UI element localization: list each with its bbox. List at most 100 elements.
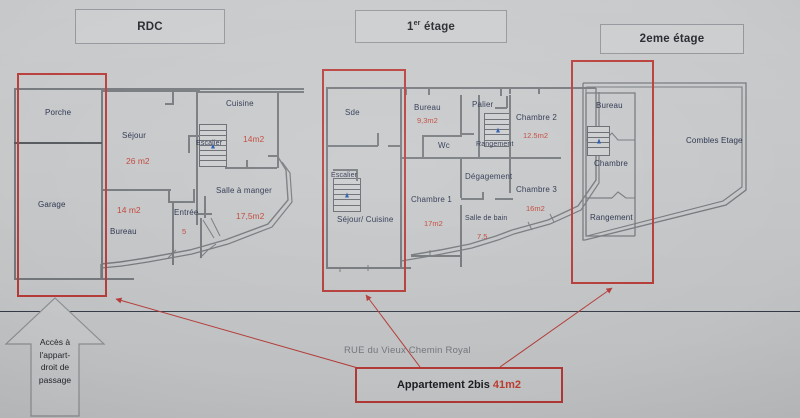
title-box-etage1: 1er étage — [355, 10, 507, 43]
title-etage1-label: 1er étage — [406, 20, 456, 33]
e1-wall — [422, 135, 424, 159]
e1-wall — [509, 158, 511, 193]
rdc-wall — [172, 203, 174, 265]
rdc-room-area-salle-a-manger: 17,5m2 — [236, 211, 265, 221]
e1-wall — [495, 198, 513, 200]
e1-wall — [326, 87, 328, 269]
access-line-3: droit de — [40, 362, 70, 372]
rdc-wall — [168, 201, 194, 203]
e1-wall — [377, 133, 379, 146]
plan-etage1: Sde Escalier Séjour/ Cuisine Bureau 9,3m… — [300, 0, 600, 300]
callout-arrow-rdc — [115, 297, 359, 369]
e1-wall — [538, 88, 540, 94]
rdc-wall — [188, 135, 190, 153]
rdc-wall — [193, 189, 195, 203]
e1-wall — [326, 87, 596, 89]
stair-direction-arrow — [345, 192, 349, 198]
rdc-wall — [196, 213, 212, 215]
rdc-wall — [277, 91, 279, 157]
e1-wall — [422, 135, 462, 137]
rdc-wall — [101, 88, 103, 280]
e1-wall — [461, 198, 483, 200]
rdc-wall — [14, 88, 304, 90]
rdc-room-area-cuisine: 14m2 — [243, 134, 265, 144]
callout-arrow-etage2 — [499, 287, 613, 368]
e2-room-label-rangement: Rangement — [590, 213, 633, 222]
rdc-room-area-bureau: 14 m2 — [117, 205, 141, 215]
e1-staircase-palier — [484, 113, 511, 147]
rdc-room-label-sejour: Séjour — [122, 131, 147, 140]
street-line — [0, 311, 800, 313]
title-box-etage2: 2eme étage — [600, 24, 744, 54]
e1-wall — [401, 157, 561, 159]
appartement-area: 41m2 — [492, 379, 522, 391]
rdc-wall — [188, 135, 200, 137]
e1-wall — [460, 95, 462, 135]
e1-wall — [460, 158, 462, 198]
rdc-wall — [268, 155, 278, 157]
e1-wall — [333, 169, 357, 171]
rdc-wall — [101, 90, 200, 92]
highlight-rect-etage1 — [322, 69, 406, 292]
rdc-room-label-bureau: Bureau — [110, 227, 137, 236]
e1-room-label-degagement: Dégagement — [465, 172, 513, 181]
e1-room-label-salle-de-bain: Salle de bain — [465, 215, 508, 222]
stair-direction-arrow — [495, 127, 500, 133]
e2-outer-shell — [582, 82, 747, 241]
e1-room-label-chambre2: Chambre 2 — [516, 113, 557, 122]
e1-room-label-sejour-cuisine: Séjour/ Cuisine — [337, 215, 394, 224]
e1-wall — [428, 88, 430, 95]
rdc-wall — [200, 218, 202, 258]
callout-arrow-etage1 — [365, 294, 421, 368]
e1-wall — [462, 133, 474, 135]
access-line-2: l'appart- — [39, 349, 71, 360]
e1-room-area-salle-de-bain: 7.5 — [477, 232, 488, 241]
e2-room-label-chambre: Chambre — [594, 159, 628, 168]
access-line-1: Accès à — [39, 337, 71, 347]
rdc-room-label-entree: Entrée — [174, 208, 199, 217]
rdc-wall — [14, 278, 134, 280]
e2-room-label-combles: Combles Etage — [686, 136, 743, 145]
e1-room-area-bureau: 9,3m2 — [417, 116, 438, 125]
e1-wall — [400, 87, 402, 269]
rdc-wall — [277, 155, 279, 168]
title-box-rdc: RDC — [75, 9, 225, 44]
e1-room-label-wc: Wc — [438, 141, 450, 150]
rdc-outer-shell — [100, 156, 293, 280]
e1-room-area-chambre2: 12.5m2 — [523, 131, 549, 140]
rdc-room-area-sejour: 26 m2 — [126, 156, 150, 166]
e1-room-label-palier: Palier — [472, 100, 494, 109]
e1-wall — [356, 169, 358, 181]
e1-wall — [460, 205, 462, 267]
rdc-wall — [101, 189, 171, 191]
e1-wall — [495, 107, 507, 109]
highlight-rect-rdc — [17, 73, 107, 297]
rdc-room-area-entree: 5 — [182, 227, 187, 236]
e1-room-label-chambre1: Chambre 1 — [411, 195, 452, 204]
rdc-room-label-escalier: Escalier — [196, 140, 223, 147]
e1-wall — [411, 255, 461, 257]
e1-wall — [482, 192, 484, 200]
e1-wall — [500, 88, 502, 96]
access-line-4: passage — [38, 374, 72, 385]
e2-room-label-bureau: Bureau — [596, 101, 623, 110]
appartement-label-box: Appartement 2bis 41m2 — [355, 367, 563, 403]
e1-wall — [509, 95, 511, 157]
e1-room-area-chambre1: 17m2 — [424, 219, 443, 228]
e1-room-label-rangement: Rangement — [476, 141, 514, 148]
stair-direction-arrow — [211, 143, 215, 148]
e1-wall — [388, 145, 401, 147]
access-arrow-text: Accès à l'appart- droit de passage — [3, 336, 107, 386]
e1-room-label-escalier: Escalier — [331, 172, 358, 179]
access-arrow-outline — [4, 297, 106, 417]
street-name-label: RUE du Vieux Chemin Royal — [344, 345, 471, 356]
appartement-label-text: Appartement 2bis 41m2 — [396, 379, 522, 391]
e1-room-area-chambre3: 16m2 — [526, 204, 545, 213]
rdc-wall — [196, 91, 304, 93]
plan-rdc: Porche Garage Séjour 26 m2 Bureau 14 m2 … — [0, 0, 304, 300]
rdc-wall — [172, 90, 174, 104]
plan-etage2: Bureau Chambre Rangement Combles Etage — [550, 0, 800, 300]
title-rdc-label: RDC — [137, 20, 163, 33]
